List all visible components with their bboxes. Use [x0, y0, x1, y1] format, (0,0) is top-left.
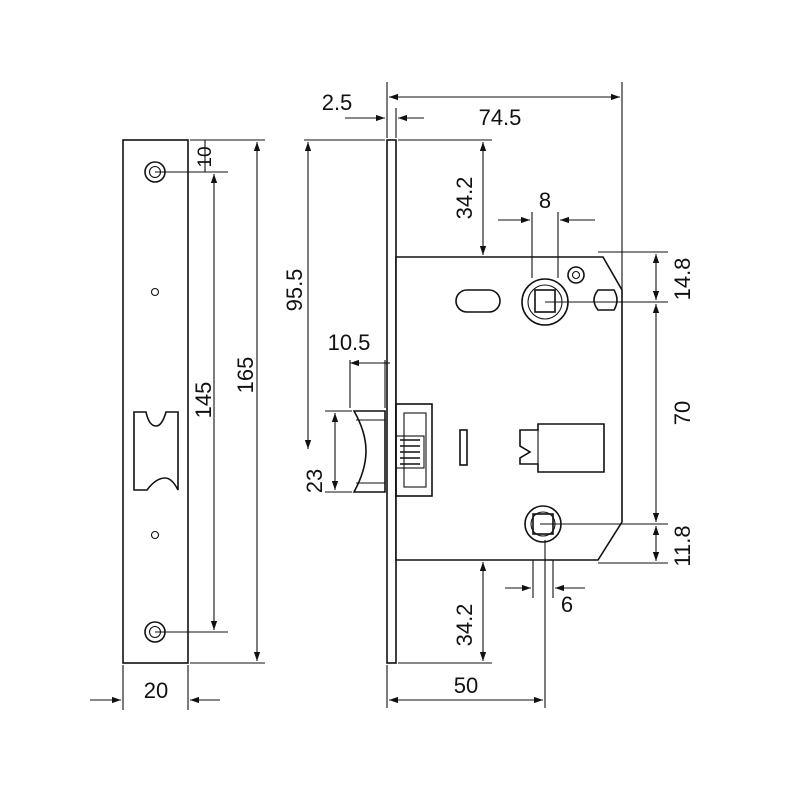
dim-latch-height-label: 23: [302, 469, 327, 493]
lock-side-view: [352, 139, 623, 664]
dim-faceplate-thickness: 2.5: [322, 90, 424, 122]
dim-top-key-offset: 14.8: [652, 254, 695, 301]
dim-follower-width-label: 8: [539, 188, 551, 213]
dim-top-to-box: 34.2: [452, 142, 487, 255]
dim-backset: 50: [389, 673, 543, 704]
dim-screw-centers-label: 145: [191, 382, 216, 419]
dim-faceplate-thickness-label: 2.5: [322, 90, 353, 115]
faceplate-outline: [122, 139, 189, 664]
dim-overall-depth: 74.5: [389, 93, 620, 130]
oval-slot: [455, 289, 501, 313]
dim-bottom-cam-width-label: 6: [561, 592, 573, 617]
dim-bottom-to-box-label: 34.2: [452, 604, 477, 647]
dim-faceplate-width: 20: [90, 678, 220, 704]
lower-pin-hole: [150, 530, 160, 540]
dim-latch-projection-label: 10.5: [328, 330, 371, 355]
bolt-lever: [519, 423, 605, 473]
dim-faceplate-height: 165: [233, 142, 261, 661]
upper-pin-hole: [150, 287, 160, 297]
side-faceplate: [386, 139, 397, 664]
dim-backset-label: 50: [454, 673, 478, 698]
dim-latch-position-label: 95.5: [282, 269, 307, 312]
dim-screw-offset-label: 10: [195, 146, 216, 167]
dim-top-to-box-label: 34.2: [452, 177, 477, 220]
dim-faceplate-width-label: 20: [144, 678, 168, 703]
dim-screw-offset: 10: [195, 140, 216, 172]
side-extension-lines: [304, 82, 668, 708]
lock-case: [395, 256, 623, 561]
dim-latch-position: 95.5: [282, 142, 312, 449]
dim-follower-width: 8: [498, 188, 595, 224]
dim-spindle-to-key: 70: [652, 304, 695, 522]
dim-bottom-cam-width: 6: [505, 584, 585, 617]
case-slot: [459, 429, 468, 466]
dim-latch-height: 23: [302, 413, 339, 493]
dim-bottom-key-offset: 11.8: [652, 525, 695, 567]
dim-faceplate-height-label: 165: [233, 357, 258, 394]
faceplate-extension-lines: [122, 139, 265, 710]
dim-overall-depth-label: 74.5: [479, 105, 522, 130]
dim-latch-projection: 10.5: [328, 330, 390, 367]
dim-bottom-key-offset-label: 11.8: [670, 525, 695, 566]
faceplate-front-view: [122, 139, 189, 664]
dim-bottom-to-box: 34.2: [452, 562, 487, 661]
dim-screw-centers: 145: [191, 174, 218, 630]
dim-top-key-offset-label: 14.8: [670, 258, 695, 301]
follower-pin: [567, 266, 585, 284]
latch-bolt: [352, 403, 433, 497]
latch-opening: [133, 411, 179, 491]
right-slot: [593, 289, 618, 311]
dim-spindle-to-key-label: 70: [670, 401, 695, 425]
